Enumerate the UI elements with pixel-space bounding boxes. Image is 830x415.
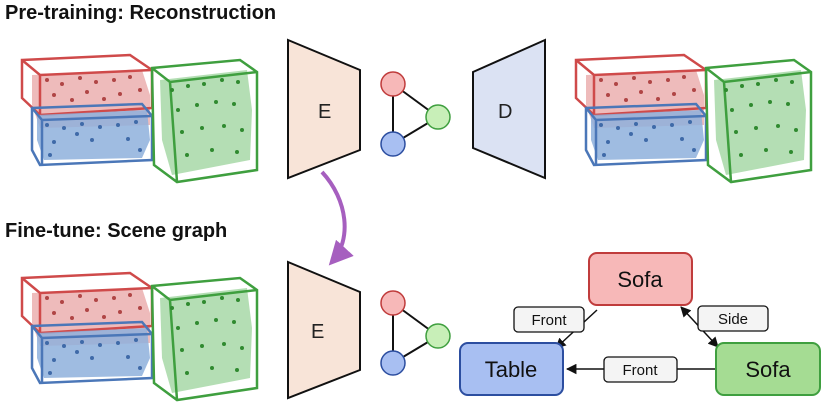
node-table: Table (459, 342, 564, 396)
encoder-top: E (287, 38, 361, 180)
reconstructed-scene-top (574, 53, 813, 184)
edge-label-front-bottom: Front (603, 356, 678, 383)
latent-graph-top (380, 71, 451, 157)
encoder-top-label: E (318, 101, 331, 123)
transfer-arrow (320, 170, 354, 266)
latent-graph-bottom (380, 290, 451, 376)
node-sofa-top: Sofa (588, 252, 693, 306)
decoder-top-label: D (498, 101, 512, 123)
edge-label-side: Side (697, 305, 769, 332)
node-sofa-right-label: Sofa (745, 357, 791, 382)
input-scene-bottom (20, 271, 259, 402)
finetune-title: Fine-tune: Scene graph (5, 220, 227, 242)
encoder-bottom-label: E (311, 321, 324, 343)
node-sofa-right: Sofa (715, 342, 821, 396)
edge-label-front-left-text: Front (531, 312, 567, 329)
encoder-bottom: E (287, 260, 361, 400)
node-table-label: Table (485, 357, 538, 382)
edge-label-front-bottom-text: Front (622, 362, 658, 379)
input-scene-top (20, 53, 259, 184)
scene-graph: Sofa Table Sofa Front Side Front (459, 252, 821, 396)
edge-label-side-text: Side (718, 311, 748, 328)
pretraining-title: Pre-training: Reconstruction (5, 2, 276, 24)
decoder-top: D (472, 38, 546, 180)
node-sofa-top-label: Sofa (617, 267, 663, 292)
edge-label-front-left: Front (513, 306, 585, 333)
